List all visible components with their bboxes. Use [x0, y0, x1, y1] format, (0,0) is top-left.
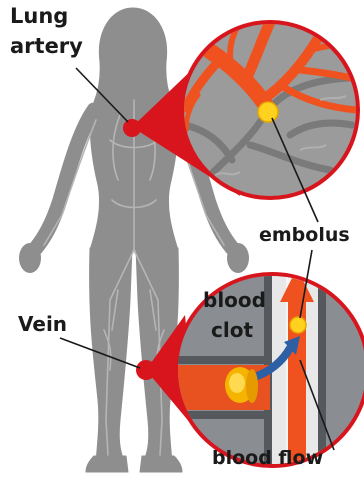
blood-clot-label-line2: clot: [211, 320, 253, 340]
vein-marker: [136, 360, 156, 380]
embolus-label: embolus: [259, 226, 350, 245]
lung-artery-label-line1: Lung: [10, 6, 68, 27]
vein-label: Vein: [18, 314, 67, 334]
lung-artery-marker: [123, 119, 141, 137]
embolus-in-vein: [290, 317, 306, 333]
embolus-in-lung-artery: [258, 102, 278, 122]
blood-flow-label: blood flow: [212, 449, 323, 468]
blood-clot: [225, 367, 258, 403]
lung-artery-label-line2: artery: [10, 36, 83, 57]
blood-clot-label-line1: blood: [203, 290, 266, 310]
